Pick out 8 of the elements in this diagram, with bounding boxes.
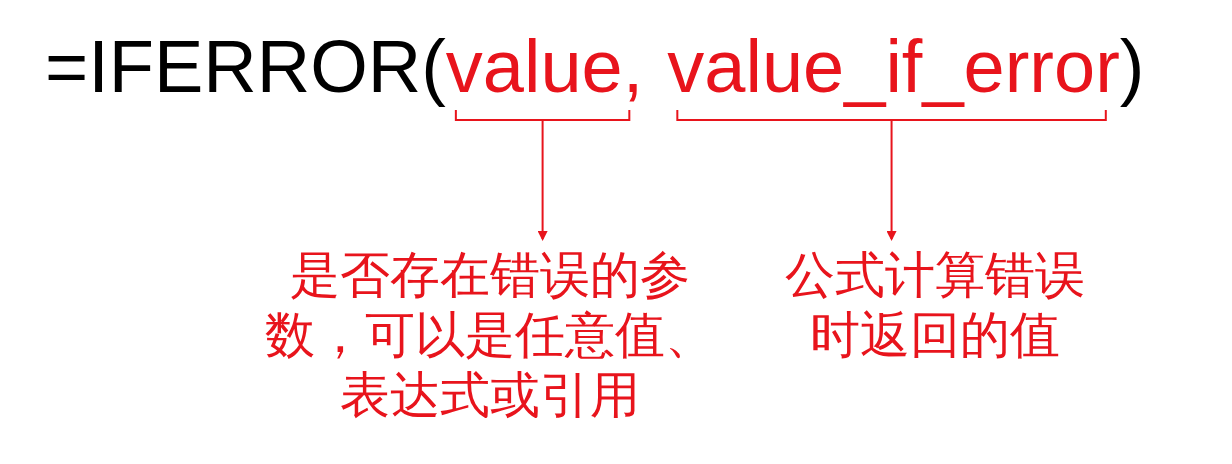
explanation-text: 是否存在错误的参数，可以是任意值、表达式或引用 [255, 245, 725, 425]
argument-text: value_if_error [667, 22, 1120, 112]
arrow [886, 119, 897, 241]
arrow [537, 119, 548, 241]
explanation-text: 公式计算错误时返回的值 [775, 245, 1095, 365]
argument-text: value, [445, 22, 644, 112]
formula-text: ) [1119, 24, 1145, 110]
formula-text: =IFERROR( [45, 24, 446, 110]
